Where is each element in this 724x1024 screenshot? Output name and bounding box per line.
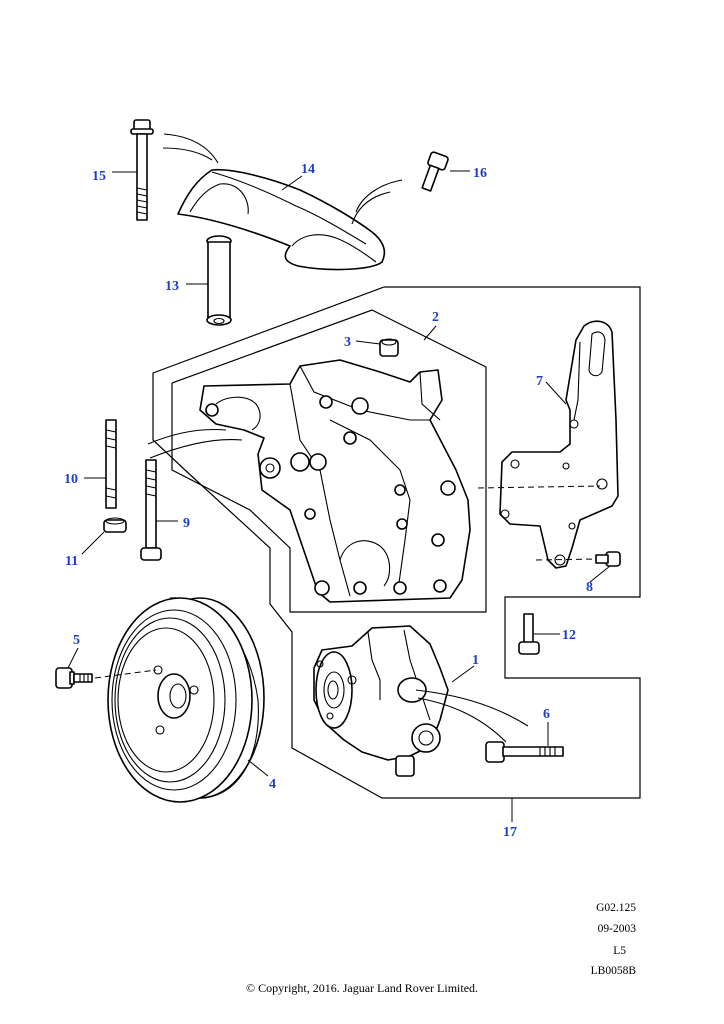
pulley-4 [107,597,265,803]
stud-10 [105,419,117,509]
bolt-12 [518,613,540,655]
callout-1: 1 [472,653,479,668]
nut-3 [379,338,399,357]
callout-17: 17 [503,825,517,840]
callout-12: 12 [562,628,576,643]
nut-11 [103,517,127,533]
drawing-date: 09-2003 [597,923,636,935]
bracket-plate-7 [499,320,619,569]
bolt-8 [595,551,621,567]
callout-5: 5 [73,633,80,648]
callout-14: 14 [301,162,315,177]
callout-13: 13 [165,279,179,294]
bolt-15 [130,119,219,221]
callout-10: 10 [64,472,78,487]
stud-bolt-9 [140,459,162,561]
callout-16: 16 [473,166,487,181]
pump-1 [313,625,529,777]
leader-lines [67,170,611,822]
bolt-6 [485,741,564,763]
callout-4: 4 [269,777,276,792]
callout-6: 6 [543,707,550,722]
copyright-notice: © Copyright, 2016. Jaguar Land Rover Lim… [245,981,479,995]
assembly-frame-2 [171,309,487,613]
spacer-13 [206,235,232,326]
callout-11: 11 [65,554,78,569]
bolt-16 [421,151,449,192]
heat-shield-14 [177,168,403,271]
alignment-lines [94,485,601,679]
bolt-5 [55,667,93,689]
drawing-reference: G02.125 [596,902,636,914]
callout-labels: 1 2 3 4 5 6 7 8 9 10 11 12 13 14 15 16 1… [64,162,593,840]
drawing-number: LB0058B [590,965,636,977]
callout-9: 9 [183,516,190,531]
assembly-frame-17 [152,286,641,799]
callout-15: 15 [92,169,106,184]
bracket-2 [147,359,471,603]
callout-2: 2 [432,310,439,325]
model-code: L5 [613,945,626,957]
callout-3: 3 [344,335,351,350]
callout-8: 8 [586,580,593,595]
callout-7: 7 [536,374,543,389]
